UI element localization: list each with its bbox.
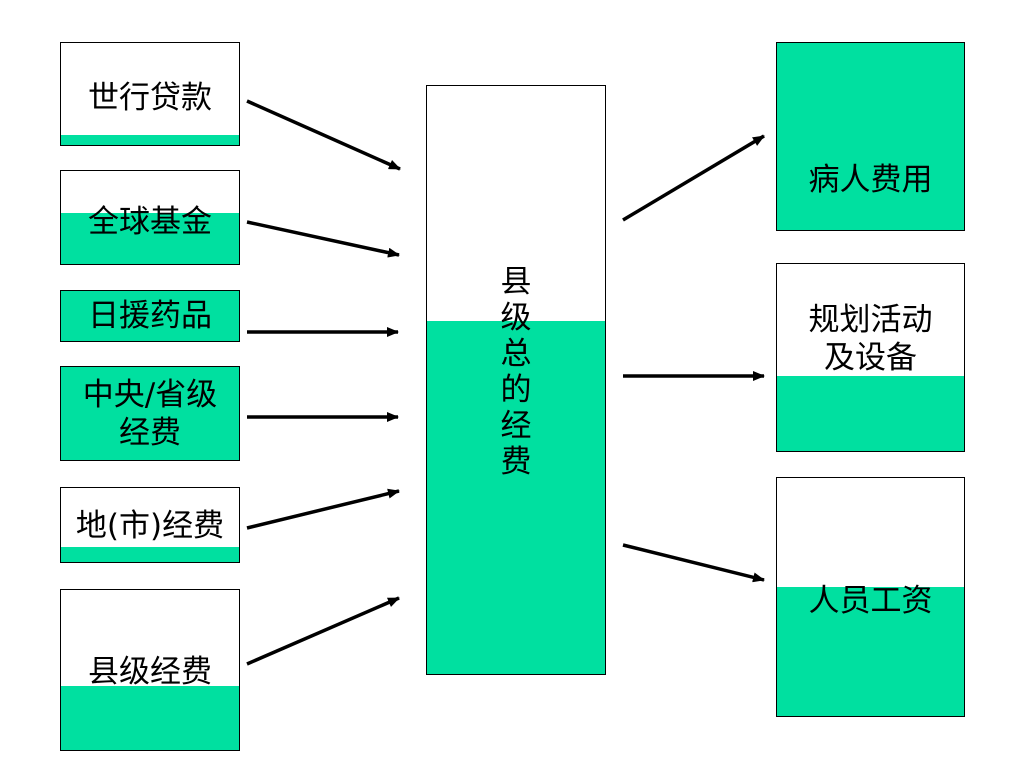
source-box-global-fund: 全球基金 [60, 170, 240, 265]
arrow-global-fund-to-center [246, 220, 400, 258]
source-fill [61, 134, 239, 145]
use-label-activities-equipment: 规划活动 及设备 [808, 302, 933, 376]
center-box-county-total-funds: 县 级 总 的 经 费 [426, 85, 606, 675]
source-label-prefecture: 地(市)经费 [75, 508, 225, 544]
source-box-county: 县级经费 [60, 589, 240, 751]
source-label-county: 县级经费 [88, 654, 212, 690]
source-box-central-provincial: 中央/省级 经费 [60, 366, 240, 461]
arrow-prefecture-to-center [246, 488, 400, 530]
center-fill [427, 321, 605, 674]
use-label-patient-costs: 病人费用 [808, 162, 933, 198]
source-fill [61, 367, 239, 460]
use-fill [777, 43, 964, 230]
source-label-central-provincial: 中央/省级 经费 [82, 377, 218, 451]
source-fill [61, 212, 239, 264]
source-label-global-fund: 全球基金 [88, 204, 212, 240]
source-fill [61, 686, 239, 750]
arrow-county-to-center [246, 596, 400, 666]
use-box-staff-salaries: 人员工资 [776, 477, 965, 717]
source-box-japan-aid: 日援药品 [60, 290, 240, 342]
arrow-center-to-staff-salaries [622, 543, 765, 583]
source-fill [61, 291, 239, 341]
arrow-center-to-patient-costs [622, 134, 765, 222]
source-box-world-bank: 世行贷款 [60, 42, 240, 146]
center-label-char: 费 [500, 444, 532, 480]
use-box-patient-costs: 病人费用 [776, 42, 965, 231]
source-label-world-bank: 世行贷款 [88, 80, 212, 116]
center-label-char: 总 [500, 336, 532, 372]
center-label-char: 经 [500, 408, 532, 444]
use-fill [777, 587, 964, 716]
arrow-world-bank-to-center [246, 99, 401, 171]
use-label-staff-salaries: 人员工资 [808, 583, 933, 619]
use-fill [777, 376, 964, 451]
center-label-char: 的 [500, 372, 532, 408]
center-label: 县 级 总 的 经 费 [427, 264, 605, 480]
use-box-activities-equipment: 规划活动 及设备 [776, 263, 965, 452]
center-label-char: 级 [500, 300, 532, 336]
center-label-char: 县 [500, 264, 532, 300]
source-box-prefecture: 地(市)经费 [60, 487, 240, 563]
source-label-japan-aid: 日援药品 [88, 298, 212, 334]
source-fill [61, 547, 239, 562]
